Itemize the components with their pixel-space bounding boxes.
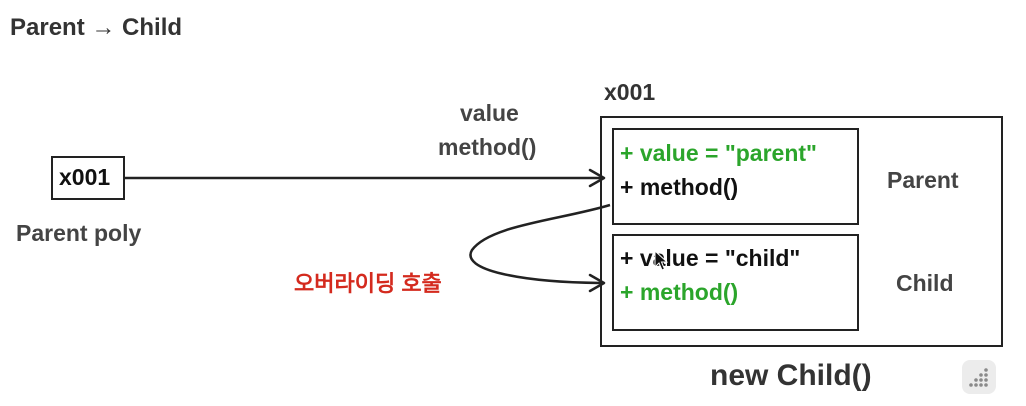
instance-box [600, 116, 1003, 347]
instance-address: x001 [604, 79, 656, 105]
child-class-label: Child [896, 270, 954, 296]
override-arrow-curve [469, 203, 611, 285]
reference-address: x001 [59, 164, 111, 190]
parent-class-label: Parent [887, 167, 959, 193]
mouse-cursor-icon [654, 250, 668, 271]
call-label-value: value [460, 100, 519, 126]
call-label-method: method() [438, 134, 537, 160]
child-part-box [612, 234, 859, 331]
override-call-label: 오버라이딩 호출 [294, 271, 442, 296]
child-field: + value = "child" [620, 245, 801, 271]
parent-part-box [612, 128, 859, 225]
reference-variable-label: Parent poly [16, 220, 142, 246]
constructor-label: new Child() [710, 359, 872, 392]
resize-grip-icon[interactable] [962, 360, 996, 394]
reference-box [51, 156, 125, 200]
parent-method: + method() [620, 174, 739, 200]
slide-title: Parent → Child [10, 14, 183, 41]
override-arrow-head [588, 273, 606, 293]
parent-field: + value = "parent" [620, 140, 817, 166]
child-method: + method() [620, 279, 739, 305]
reference-arrow-head [588, 168, 606, 188]
